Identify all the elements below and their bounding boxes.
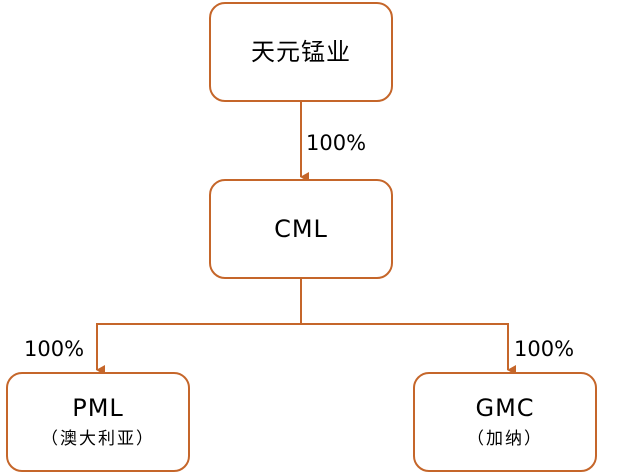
node-subtitle: （澳大利亚） bbox=[41, 429, 155, 450]
node-tianyuan-manganese: 天元锰业 bbox=[209, 2, 393, 102]
node-gmc: GMC （加纳） bbox=[413, 372, 597, 472]
node-cml: CML bbox=[209, 179, 393, 279]
edge-label-parent-cml: 100% bbox=[306, 131, 367, 155]
node-subtitle: （加纳） bbox=[467, 429, 543, 450]
node-title: PML bbox=[72, 393, 124, 422]
node-pml: PML （澳大利亚） bbox=[6, 372, 190, 472]
edge-label-cml-gmc: 100% bbox=[514, 337, 575, 361]
node-title: 天元锰业 bbox=[251, 37, 351, 66]
edge-label-cml-pml: 100% bbox=[24, 337, 85, 361]
node-title: CML bbox=[274, 214, 328, 243]
node-title: GMC bbox=[475, 393, 535, 422]
